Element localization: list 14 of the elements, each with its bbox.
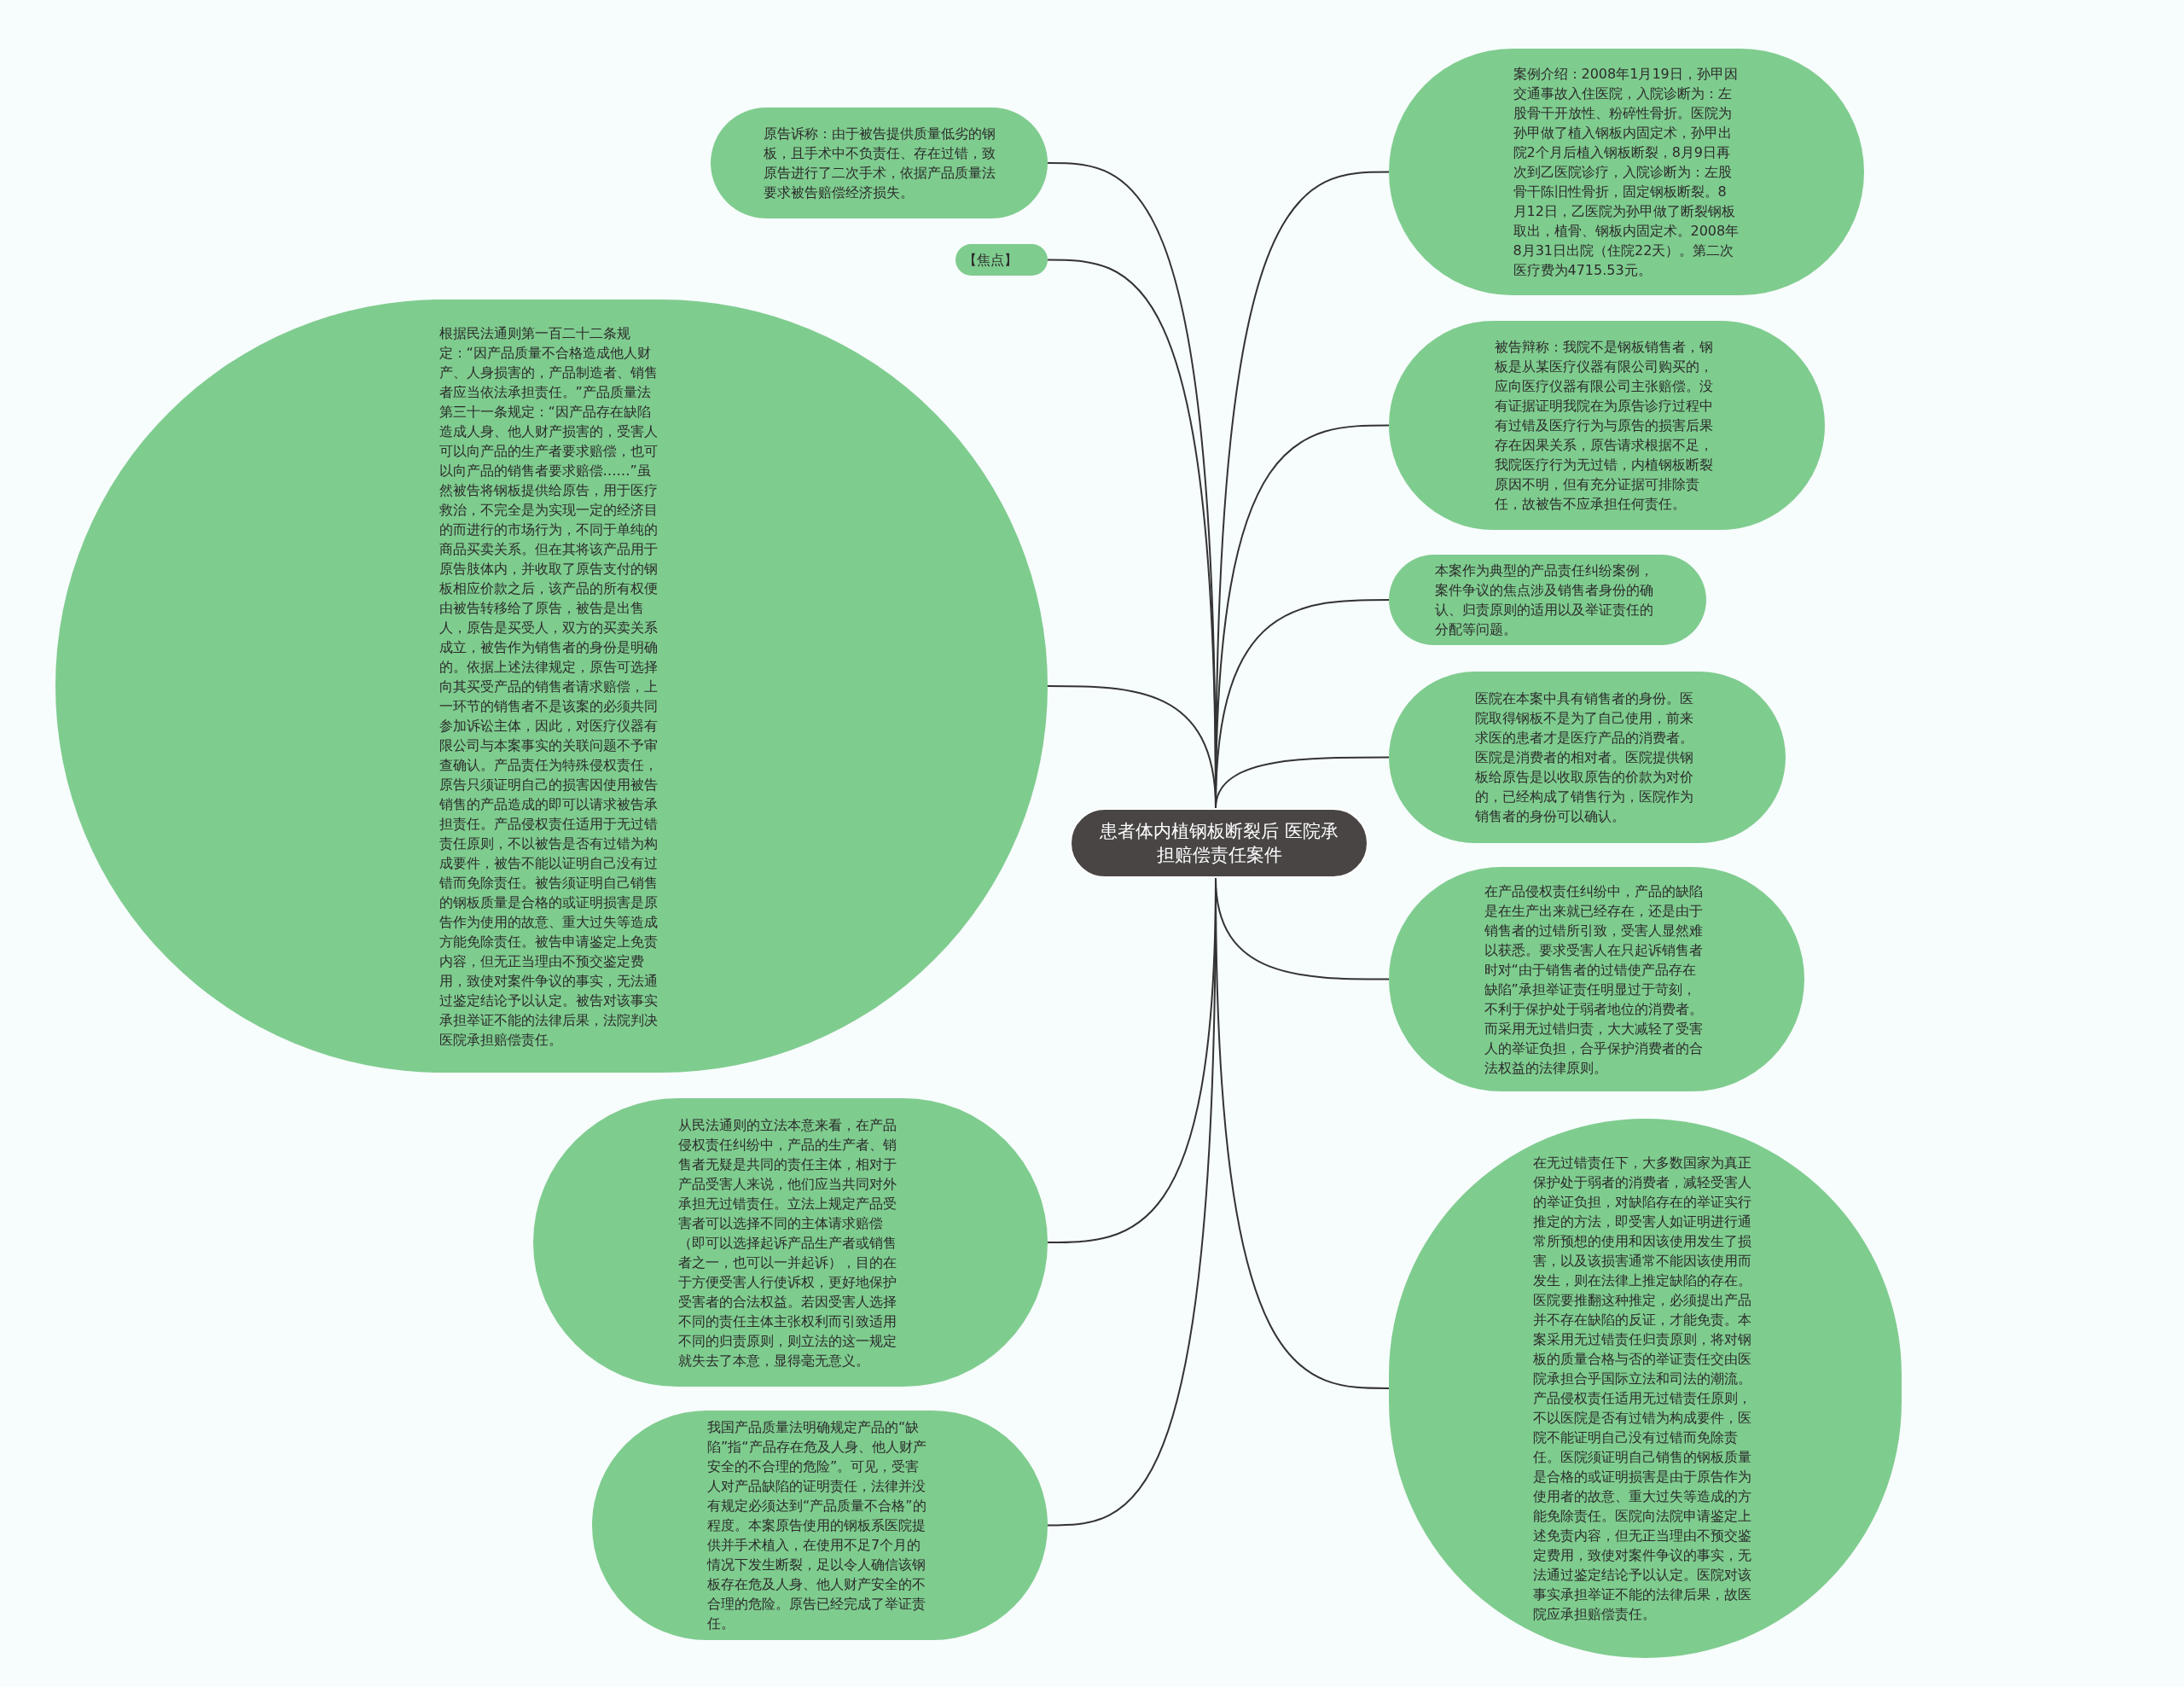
note-text: 在无过错责任下，大多数国家为真正保护处于弱者的消费者，减轻受害人的举证负担，对缺陷存在的举证实行推定的方法，即受害人如证明进行通常所预想的使用和因该使用发生了损害，以及该损害通常不能因该使用而发生，则在法律上推定缺陷的存在。医院要推翻这种推定，必须提出产品并不存在缺陷的反证，才能免责。本案采用无过错责任归责原则，将对钢板的质量合格与否的举证责任交由医院承担合乎国际立法和司法的潮流。产品侵权责任适用无过错责任原则，不以医院是否有过错为构成要件，医院不能证明自己没有过错而免除责任。医院须证明自己销售的钢板质量是合格的或证明损害是由于原告作为使用者的故意、重大过失等造成的方能免除责任。医院向法院申请鉴定上述免责内容，但无正当理由不预交鉴定费用，致使对案件争议的事实，无法通过鉴定结论予以认定。医院对该事实承担举证不能的法律后果，故医院应承担赔偿责任。 <box>1532 1154 1752 1624</box>
note-text: 我国产品质量法明确规定产品的“缺陷”指“产品存在危及人身、他人财产安全的不合理的危险”。可见，受害人对产品缺陷的证明责任，法律并没有规定必须达到“产品质量不合格”的程度。本案原告使用的钢板系医院提供并手术植入，在使用不足7个月的情况下发生断裂，足以令人确信该钢板存在危及人身、他人财产安全的不合理的危险。原告已经完成了举证责任。 <box>707 1418 927 1633</box>
note-text: 医院在本案中具有销售者的身份。医院取得钢板不是为了自己使用，前来求医的患者才是医疗产品的消费者。医院是消费者的相对者。医院提供钢板给原告是以收取原告的价款为对价的，已经构成了销售行为，医院作为销售者的身份可以确认。 <box>1474 689 1694 826</box>
note-text: 【焦点】 <box>963 251 1019 270</box>
topic-text: 患者体内植钢板断裂后 医院承担赔偿责任案件 <box>1099 820 1339 867</box>
note-text: 从民法通则的立法本意来看，在产品侵权责任纠纷中，产品的生产者、销售者无疑是共同的责任主体，相对于产品受害人来说，他们应当共同对外承担无过错责任。立法上规定产品受害者可以选择不同的主体请求赔偿（即可以选择起诉产品生产者或销售者之一，也可以一并起诉），目的在于方便受害人行使诉权，更好地保护受害者的合法权益。若因受害人选择不同的责任主体主张权利而引致适用不同的归责原则，则立法的这一规定就失去了本意，显得毫无意义。 <box>677 1115 897 1370</box>
connector-line <box>1215 756 1390 809</box>
note-text: 案例介绍：2008年1月19日，孙甲因交通事故入住医院，入院诊断为：左股骨干开放性、粉碎性骨折。医院为孙甲做了植入钢板内固定术，孙甲出院2个月后植入钢板断裂，8月9日再次到乙医院诊疗，入院诊断为：左股骨干陈旧性骨折，固定钢板断裂。8月12日，乙医院为孙甲做了断裂钢板取出，植骨、钢板内固定术。2008年8月31日出院（住院22天）。第二次医疗费为4715.53元。 <box>1513 65 1740 280</box>
note-node <box>956 244 1048 276</box>
note-text: 根据民法通则第一百二十二条规定：“因产品质量不合格造成他人财产、人身损害的，产品制造者、销售者应当依法承担责任。”产品质量法第三十一条规定：“因产品存在缺陷造成人身、他人财产损害的，受害人可以向产品的生产者要求赔偿，也可以向产品的销售者要求赔偿……”虽然被告将钢板提供给原告，用于医疗救治，不完全是为实现一定的经济目的而进行的市场行为，不同于单纯的商品买卖关系。但在其将该产品用于原告肢体内，并收取了原告支付的钢板相应价款之后，该产品的所有权便由被告转移给了原告，被告是出售人，原告是买受人，双方的买卖关系成立，被告作为销售者的身份是明确的。依据上述法律规定，原告可选择向其买受产品的销售者请求赔偿，上一环节的销售者不是该案的必须共同参加诉讼主体，因此，对医疗仪器有限公司与本案事实的关联问题不予审查确认。产品责任为特殊侵权责任，原告只须证明自己的损害因使用被告销售的产品造成的即可以请求被告承担责任。产品侵权责任适用于无过错责任原则，不以被告是否有过错为构成要件，被告不能以证明自己没有过错而免除责任。被告须证明自己销售的钢板质量是合格的或证明损害是原告作为使用的故意、重大过失等造成方能免除责任。被告申请鉴定上免责内容，但无正当理由不预交鉴定费用，致使对案件争议的事实，无法通过鉴定结论予以认定。被告对该事实承担举证不能的法律后果，法院判决医院承担赔偿责任。 <box>439 323 659 1050</box>
note-text: 本案作为典型的产品责任纠纷案例，案件争议的焦点涉及销售者身份的确认、归责原则的适用以及举证责任的分配等问题。 <box>1435 561 1654 639</box>
note-text: 被告辩称：我院不是钢板销售者，钢板是从某医疗仪器有限公司购买的，应向医疗仪器有限公司主张赔偿。没有证据证明我院在为原告诊疗过程中有过错及医疗行为与原告的损害后果存在因果关系，原告请求根据不足，我院医疗行为无过错，内植钢板断裂原因不明，但有充分证据可排除责任，故被告不应承担任何责任。 <box>1494 338 1714 514</box>
note-text: 在产品侵权责任纠纷中，产品的缺陷是在生产出来就已经存在，还是由于销售者的过错所引致，受害人显然难以获悉。要求受害人在只起诉销售者时对“由于销售者的过错使产品存在缺陷”承担举证责任明显过于苛刻，不利于保护处于弱者地位的消费者。而采用无过错归责，大大减轻了受害人的举证负担，合乎保护消费者的合法权益的法律原则。 <box>1484 881 1704 1078</box>
note-text: 原告诉称：由于被告提供质量低劣的钢板，且手术中不负责任、存在过错，致原告进行了二次手术，依据产品质量法要求被告赔偿经济损失。 <box>763 125 996 202</box>
